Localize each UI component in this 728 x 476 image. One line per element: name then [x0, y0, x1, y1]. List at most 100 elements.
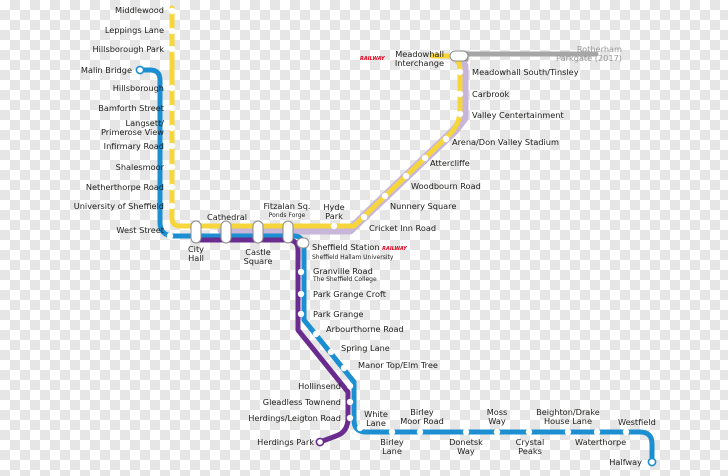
stop-middlewood[interactable]	[168, 7, 176, 15]
stop-crystal-peaks[interactable]	[525, 428, 533, 436]
railway-badge-sheffield: RAILWAY	[382, 246, 407, 252]
stop-nunnery-square[interactable]	[381, 192, 389, 200]
label-castle-square-line2: Square	[243, 256, 273, 266]
stop-cricket-inn[interactable]	[360, 213, 368, 221]
fitzalan-interchange[interactable]	[282, 220, 294, 244]
city-hall-interchange[interactable]	[190, 220, 202, 244]
stop-westfield[interactable]	[622, 428, 630, 436]
stop-bamforth-street[interactable]	[168, 104, 176, 112]
label-castle-square: Castle Square	[238, 248, 278, 266]
label-granville-line2: The Sheffield College	[313, 276, 377, 283]
stop-langsett[interactable]	[168, 124, 176, 132]
label-meadowhall-south: Meadowhall South/Tinsley	[472, 67, 579, 77]
label-crystal-peaks: Crystal Peaks	[510, 438, 550, 456]
label-westfield: Westfield	[618, 417, 656, 427]
label-attercliffe: Attercliffe	[430, 158, 470, 168]
label-birley-moor-line2: Moor Road	[400, 416, 444, 426]
stop-herdings-leighton[interactable]	[346, 414, 354, 422]
label-langsett-line2: Primerose View	[101, 127, 164, 137]
meadowhall-interchange[interactable]	[449, 50, 469, 62]
label-fitzalan-line1: Fitzalan Sq.	[263, 201, 311, 211]
label-nunnery-square: Nunnery Square	[390, 201, 457, 211]
label-meadowhall-line2: Interchange	[394, 58, 444, 68]
label-castle-square-line1: Castle	[245, 247, 271, 257]
stop-netherthorpe-road[interactable]	[168, 183, 176, 191]
label-meadowhall: Meadowhall Interchange	[395, 50, 444, 68]
stop-attercliffe[interactable]	[421, 154, 429, 162]
label-netherthorpe-road: Netherthorpe Road	[85, 182, 164, 192]
stop-donetsk-way[interactable]	[462, 428, 470, 436]
label-woodbourn-road: Woodbourn Road	[411, 181, 481, 191]
label-malin-bridge: Malin Bridge	[80, 65, 132, 75]
label-arena: Arena/Don Valley Stadium	[452, 137, 559, 147]
stop-meadowhall-south[interactable]	[456, 68, 464, 76]
stop-waterthorpe[interactable]	[593, 428, 601, 436]
stop-halfway[interactable]	[647, 457, 657, 467]
stop-hyde-park[interactable]	[330, 222, 338, 230]
stop-birley-lane[interactable]	[388, 428, 396, 436]
label-moss-way-line2: Way	[488, 416, 506, 426]
label-arbourthorne-road: Arbourthorne Road	[326, 324, 404, 334]
label-middlewood: Middlewood	[115, 5, 164, 15]
stop-hollinsend[interactable]	[346, 382, 354, 390]
stop-hillsborough-park[interactable]	[168, 45, 176, 53]
stop-gleadless-townend[interactable]	[346, 398, 354, 406]
label-granville-line1: Granville Road	[313, 266, 373, 276]
label-hyde-park: Hyde Park	[320, 203, 348, 221]
label-donetsk-line2: Way	[457, 446, 475, 456]
label-langsett-line1: Langsett/	[125, 118, 164, 128]
stop-park-grange[interactable]	[297, 310, 305, 318]
label-city-hall-line2: Hall	[188, 253, 204, 263]
label-bamforth-street: Bamforth Street	[98, 103, 164, 113]
stop-carbrook[interactable]	[456, 90, 464, 98]
castle-square-interchange[interactable]	[252, 220, 264, 244]
stop-valley-centertainment[interactable]	[456, 110, 464, 118]
label-beighton-line2: House Lane	[543, 416, 593, 426]
stop-herdings-park[interactable]	[315, 437, 325, 447]
stop-university[interactable]	[168, 202, 176, 210]
label-halfway: Halfway	[609, 457, 642, 467]
label-donetsk-line1: Donetsk	[449, 437, 483, 447]
label-hyde-park-line1: Hyde	[323, 202, 345, 212]
stop-moss-way[interactable]	[493, 428, 501, 436]
stop-granville-road[interactable]	[297, 268, 305, 276]
blue-route	[137, 67, 655, 465]
stop-arena[interactable]	[442, 135, 450, 143]
label-meadowhall-line1: Meadowhall	[395, 49, 444, 59]
label-granville-road: Granville Road The Sheffield College	[313, 266, 377, 284]
stop-malin-bridge[interactable]	[135, 65, 145, 75]
stop-spring-lane[interactable]	[327, 348, 335, 356]
label-park-grange-croft: Park Grange Croft	[313, 289, 386, 299]
label-park-grange: Park Grange	[313, 309, 364, 319]
label-sheffield-station-line2: Sheffield Hallam University	[312, 254, 394, 261]
stop-infirmary-road[interactable]	[168, 142, 176, 150]
label-hyde-park-line2: Park	[325, 211, 343, 221]
stop-west-street[interactable]	[166, 232, 174, 240]
label-sheffield-station: Sheffield Station RAILWAY Sheffield Hall…	[312, 242, 407, 262]
label-beighton-line1: Beighton/Drake	[536, 407, 600, 417]
stop-birley-moor-road[interactable]	[416, 428, 424, 436]
stop-shalesmoor[interactable]	[168, 163, 176, 171]
label-fitzalan: Fitzalan Sq. Ponds Forge	[258, 202, 316, 220]
stop-hillsborough[interactable]	[168, 84, 176, 92]
label-cricket-inn: Cricket Inn Road	[369, 223, 437, 233]
sheffield-station-interchange[interactable]	[296, 237, 310, 249]
label-manor-top: Manor Top/Elm Tree	[358, 360, 438, 370]
label-white-lane-line2: Lane	[366, 418, 386, 428]
label-beighton: Beighton/Drake House Lane	[532, 408, 604, 426]
label-donetsk-way: Donetsk Way	[446, 438, 486, 456]
label-herdings-park: Herdings Park	[257, 437, 314, 447]
stop-beighton[interactable]	[564, 428, 572, 436]
stop-arbourthorne-road[interactable]	[312, 330, 320, 338]
stop-park-grange-croft[interactable]	[297, 290, 305, 298]
label-shalesmoor: Shalesmoor	[115, 162, 164, 172]
label-moss-way-line1: Moss	[486, 407, 508, 417]
stop-manor-top[interactable]	[340, 364, 348, 372]
cathedral-interchange[interactable]	[220, 220, 232, 244]
label-sheffield-station-line1: Sheffield Station	[312, 242, 380, 252]
stop-leppings-lane[interactable]	[168, 27, 176, 35]
stop-white-lane[interactable]	[356, 424, 364, 432]
label-city-hall-line1: City	[187, 244, 205, 254]
stop-woodbourn-road[interactable]	[402, 172, 410, 180]
